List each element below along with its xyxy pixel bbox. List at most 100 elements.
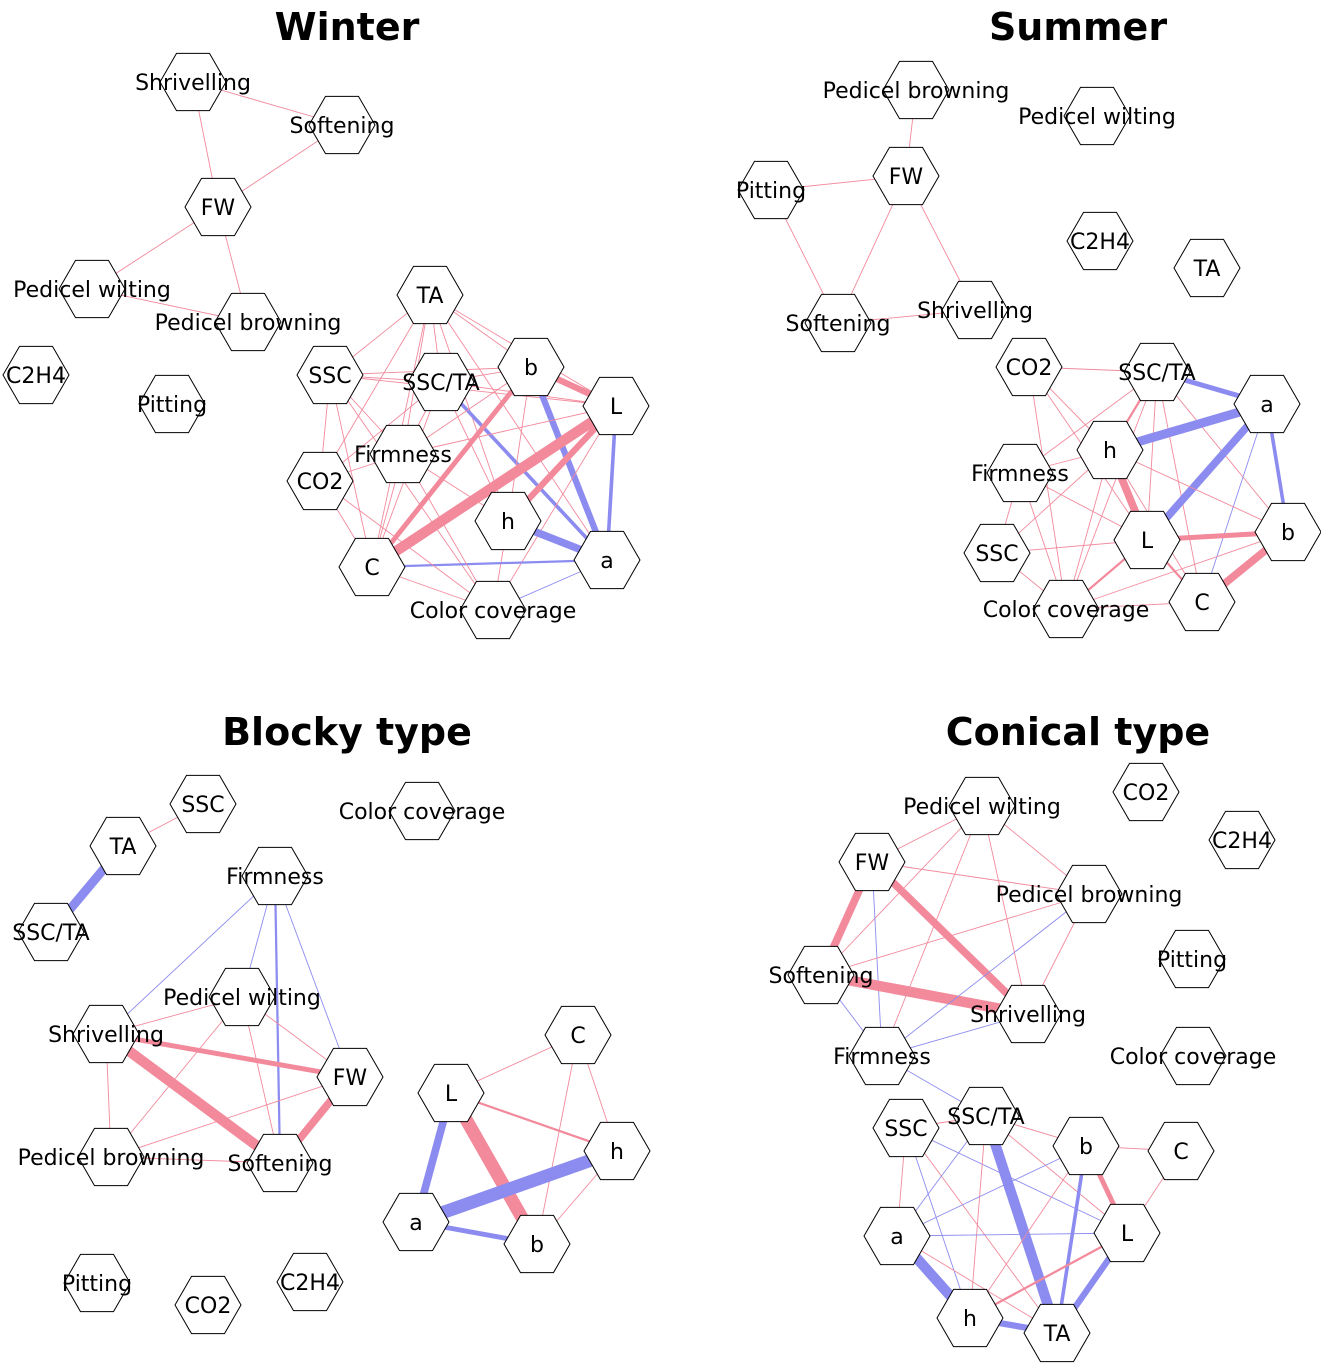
node-hexagon [582,376,650,436]
node-pitting: Pitting [1157,929,1227,989]
node-label: C [570,1024,585,1049]
node-firmness: Firmness [354,424,452,484]
edge-pedicel-wilting-shrivelling [981,805,1029,1015]
edge-ssc-ta-l [985,1115,1128,1234]
node-co2: CO2 [286,451,354,511]
node-hexagon [241,846,309,906]
node-label: C [364,556,379,581]
edge-ssc-ta [905,1127,1058,1334]
node-label: Shrivelling [970,1003,1086,1028]
node-hexagon [159,52,227,112]
node-label: L [1141,529,1154,554]
edge-ta-co2 [319,294,431,482]
node-label: L [1121,1222,1134,1247]
node-hexagon [169,774,237,834]
node-label: b [530,1233,544,1258]
node-firmness: Firmness [971,443,1069,503]
node-hexagon [214,292,282,352]
node-label: SSC/TA [402,371,479,396]
edge-b-color-coverage [1065,531,1289,610]
node-ta: TA [89,816,157,876]
node-hexagon [89,816,157,876]
node-co2: CO2 [174,1275,242,1335]
node-hexagon [286,451,354,511]
node-hexagon [1032,579,1100,639]
node-hexagon [1113,510,1181,570]
node-label: Softening [290,114,395,139]
node-hexagon [1052,1116,1120,1176]
node-hexagon [1076,420,1144,480]
edge-ssc-h [905,1127,971,1319]
node-label: CO2 [185,1294,232,1319]
node-label: L [610,395,623,420]
node-label: FW [855,851,890,876]
node-label: Pedicel wilting [13,278,171,303]
edge-l-c [369,401,619,572]
node-ssc: SSC [872,1098,940,1158]
node-hexagon [863,1206,931,1266]
node-pitting: Pitting [137,374,207,434]
node-label: SSC [975,542,1018,567]
node-hexagon [174,1275,242,1335]
node-firmness: Firmness [833,1026,931,1086]
edge-ssc-ta-c [1156,371,1203,603]
edge-h-b [1109,449,1289,533]
node-label: h [963,1307,977,1332]
node-hexagon [417,1063,485,1123]
node-hexagon [17,902,85,962]
node-hexagon [382,1192,450,1252]
node-label: Firmness [971,462,1069,487]
edge-l-firmness [402,405,617,455]
node-label: h [501,510,515,535]
node-hexagon [963,523,1031,583]
node-firmness: Firmness [226,846,324,906]
node-label: Pitting [137,393,207,418]
node-label: SSC/TA [947,1105,1024,1130]
node-ssc-ta: SSC/TA [12,902,90,962]
edge-ssc-l [905,1127,1128,1234]
node-h: h [936,1288,1004,1348]
node-ssc: SSC [169,774,237,834]
node-hexagon [583,1121,651,1181]
node-hexagon [1168,572,1236,632]
node-ssc: SSC [296,345,364,405]
node-hexagon [1208,810,1276,870]
node-color-coverage: Color coverage [1110,1026,1276,1086]
node-label: C2H4 [1070,230,1130,255]
node-pedicel-wilting: Pedicel wilting [1018,86,1176,146]
node-hexagon [316,1047,384,1107]
node-ssc: SSC [963,523,1031,583]
node-b: b [503,1214,571,1274]
node-color-coverage: Color coverage [983,579,1149,639]
edge-a-c [1201,403,1268,603]
node-label: C2H4 [280,1271,340,1296]
node-hexagon [1023,1303,1091,1363]
node-c2h4: C2H4 [276,1252,344,1312]
node-color-coverage: Color coverage [339,781,505,841]
node-label: Shrivelling [917,299,1033,324]
node-hexagon [246,1133,314,1193]
node-pedicel-browning: Pedicel browning [155,292,342,352]
node-hexagon [407,352,475,412]
edge-ta-a [429,294,608,561]
node-label: Pedicel wilting [903,795,1061,820]
node-label: b [1079,1135,1093,1160]
edge-softening-shrivelling [820,969,1029,1020]
node-hexagon [737,160,805,220]
edge-ssc-ta-h [969,1115,987,1319]
node-l: L [1113,510,1181,570]
edge-fw-pedicel-browning [110,1076,351,1158]
node-pitting: Pitting [736,160,806,220]
node-label: Pedicel browning [155,311,342,336]
node-hexagon [1112,762,1180,822]
node-softening: Softening [786,293,890,353]
node-hexagon [1093,1203,1161,1263]
node-hexagon [986,443,1054,503]
node-a: a [1233,374,1301,434]
node-softening: Softening [769,945,873,1005]
node-hexagon [787,945,855,1005]
edge-softening-pedicel-browning [820,893,1090,976]
